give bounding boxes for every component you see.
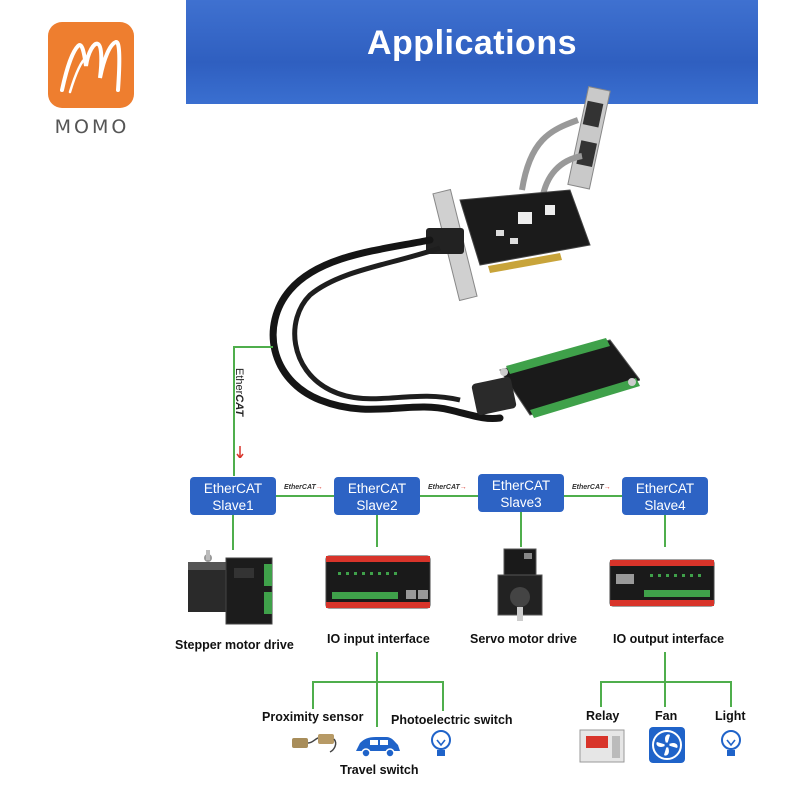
bus-line <box>420 495 478 497</box>
drop-line <box>520 512 522 547</box>
connector-line <box>233 346 273 348</box>
vertical-label-ether: Ether <box>233 368 245 395</box>
slave-1-line1: EtherCAT <box>203 481 263 496</box>
slave-3-line1: EtherCAT <box>491 478 551 493</box>
light-bulb-icon <box>721 730 741 756</box>
pcie-card-icon <box>426 188 591 302</box>
fan-icon <box>649 727 685 763</box>
drop-line <box>376 515 378 547</box>
slave-node-3: EtherCAT Slave3 <box>478 474 564 512</box>
servo-motor-icon <box>497 548 543 621</box>
connector-line <box>233 346 235 476</box>
ethercat-vertical-label: EtherCAT <box>233 368 245 458</box>
terminal-board-icon <box>471 338 640 418</box>
io-input-module-icon <box>325 555 431 609</box>
bus-line <box>276 495 334 497</box>
tree-line <box>312 681 444 683</box>
relay-icon <box>579 729 625 763</box>
svg-text:EtherCAT: EtherCAT <box>233 368 245 417</box>
ethercat-tag-1: EtherCAT→ <box>284 484 323 491</box>
photoelectric-bulb-icon <box>431 730 451 756</box>
label-relay: Relay <box>586 709 620 723</box>
slave-2-line1: EtherCAT <box>347 481 407 496</box>
io-output-module-icon <box>609 559 715 607</box>
slave-4-line1: EtherCAT <box>635 481 695 496</box>
label-io-output-interface: IO output interface <box>613 632 725 646</box>
tree-line <box>376 652 378 682</box>
slave-node-4: EtherCAT Slave4 <box>622 477 708 515</box>
slave-node-2: EtherCAT Slave2 <box>334 477 420 515</box>
drop-line <box>664 515 666 547</box>
logo-mark-icon <box>60 39 122 94</box>
slave-1-line2: Slave1 <box>212 498 254 513</box>
slave-node-1: EtherCAT Slave1 <box>190 477 276 515</box>
vertical-label-cat: CAT <box>233 394 245 417</box>
bus-line <box>564 495 622 497</box>
momo-logo <box>48 22 134 108</box>
label-travel-switch: Travel switch <box>340 763 419 777</box>
page-title: Applications <box>366 24 578 62</box>
label-stepper-motor-drive: Stepper motor drive <box>175 638 294 652</box>
label-light: Light <box>715 709 746 723</box>
tree-line <box>376 681 378 727</box>
stepper-motor-drive-icon <box>188 550 273 625</box>
slave-4-line2: Slave4 <box>644 498 686 513</box>
tree-line <box>664 681 666 707</box>
tree-line <box>442 681 444 711</box>
label-proximity-sensor: Proximity sensor <box>262 710 364 724</box>
travel-switch-car-icon <box>356 737 400 758</box>
header-banner <box>186 0 758 104</box>
label-photoelectric-switch: Photoelectric switch <box>391 713 513 727</box>
label-servo-motor-drive: Servo motor drive <box>470 632 577 646</box>
proximity-sensor-icon <box>292 734 337 753</box>
tree-line <box>600 681 732 683</box>
label-fan: Fan <box>655 709 678 723</box>
tree-line <box>312 681 314 709</box>
slave-3-line2: Slave3 <box>500 495 542 510</box>
label-io-input-interface: IO input interface <box>327 632 430 646</box>
serial-bracket-icon <box>519 86 611 201</box>
tree-line <box>664 652 666 682</box>
drop-line <box>232 515 234 550</box>
slave-2-line2: Slave2 <box>356 498 398 513</box>
tree-line <box>600 681 602 707</box>
motion-control-card-illustration <box>269 86 640 422</box>
ethercat-tag-3: EtherCAT→ <box>572 484 611 491</box>
tree-line <box>730 681 732 707</box>
ethercat-tag-2: EtherCAT→ <box>428 484 467 491</box>
logo-text: MOMO <box>54 116 130 138</box>
